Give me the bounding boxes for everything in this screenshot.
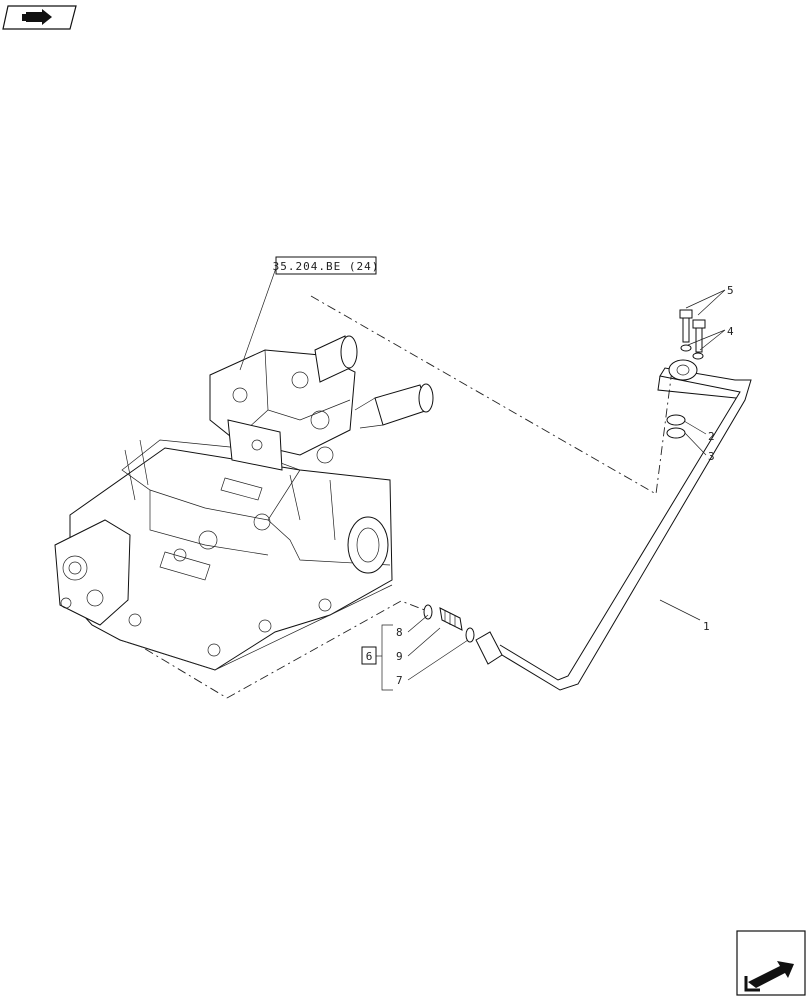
bolts-and-washers xyxy=(666,309,706,439)
reference-label-box[interactable]: 35.204.BE (24) xyxy=(273,256,380,275)
callout-numbers: 1 2 3 4 5 7 8 9 xyxy=(396,284,734,687)
callout-4: 4 xyxy=(727,325,734,338)
adapter-fitting xyxy=(423,604,475,643)
previous-page-arrow-icon[interactable] xyxy=(736,930,806,996)
callout-3: 3 xyxy=(708,450,715,463)
callout-8: 8 xyxy=(396,626,403,639)
callout-9: 9 xyxy=(396,650,403,663)
callout-5: 5 xyxy=(727,284,734,297)
callout-2: 2 xyxy=(708,430,715,443)
reference-label: 35.204.BE (24) xyxy=(273,260,380,273)
hydraulic-housing xyxy=(54,439,393,671)
book-arrow-icon[interactable] xyxy=(2,5,77,30)
kit-label: 6 xyxy=(366,650,373,663)
control-valve xyxy=(209,335,434,471)
pipe-assembly xyxy=(475,359,752,691)
construction-lines xyxy=(79,295,673,699)
kit-box: 6 xyxy=(361,646,382,665)
callout-7: 7 xyxy=(396,674,403,687)
callout-1: 1 xyxy=(703,620,710,633)
